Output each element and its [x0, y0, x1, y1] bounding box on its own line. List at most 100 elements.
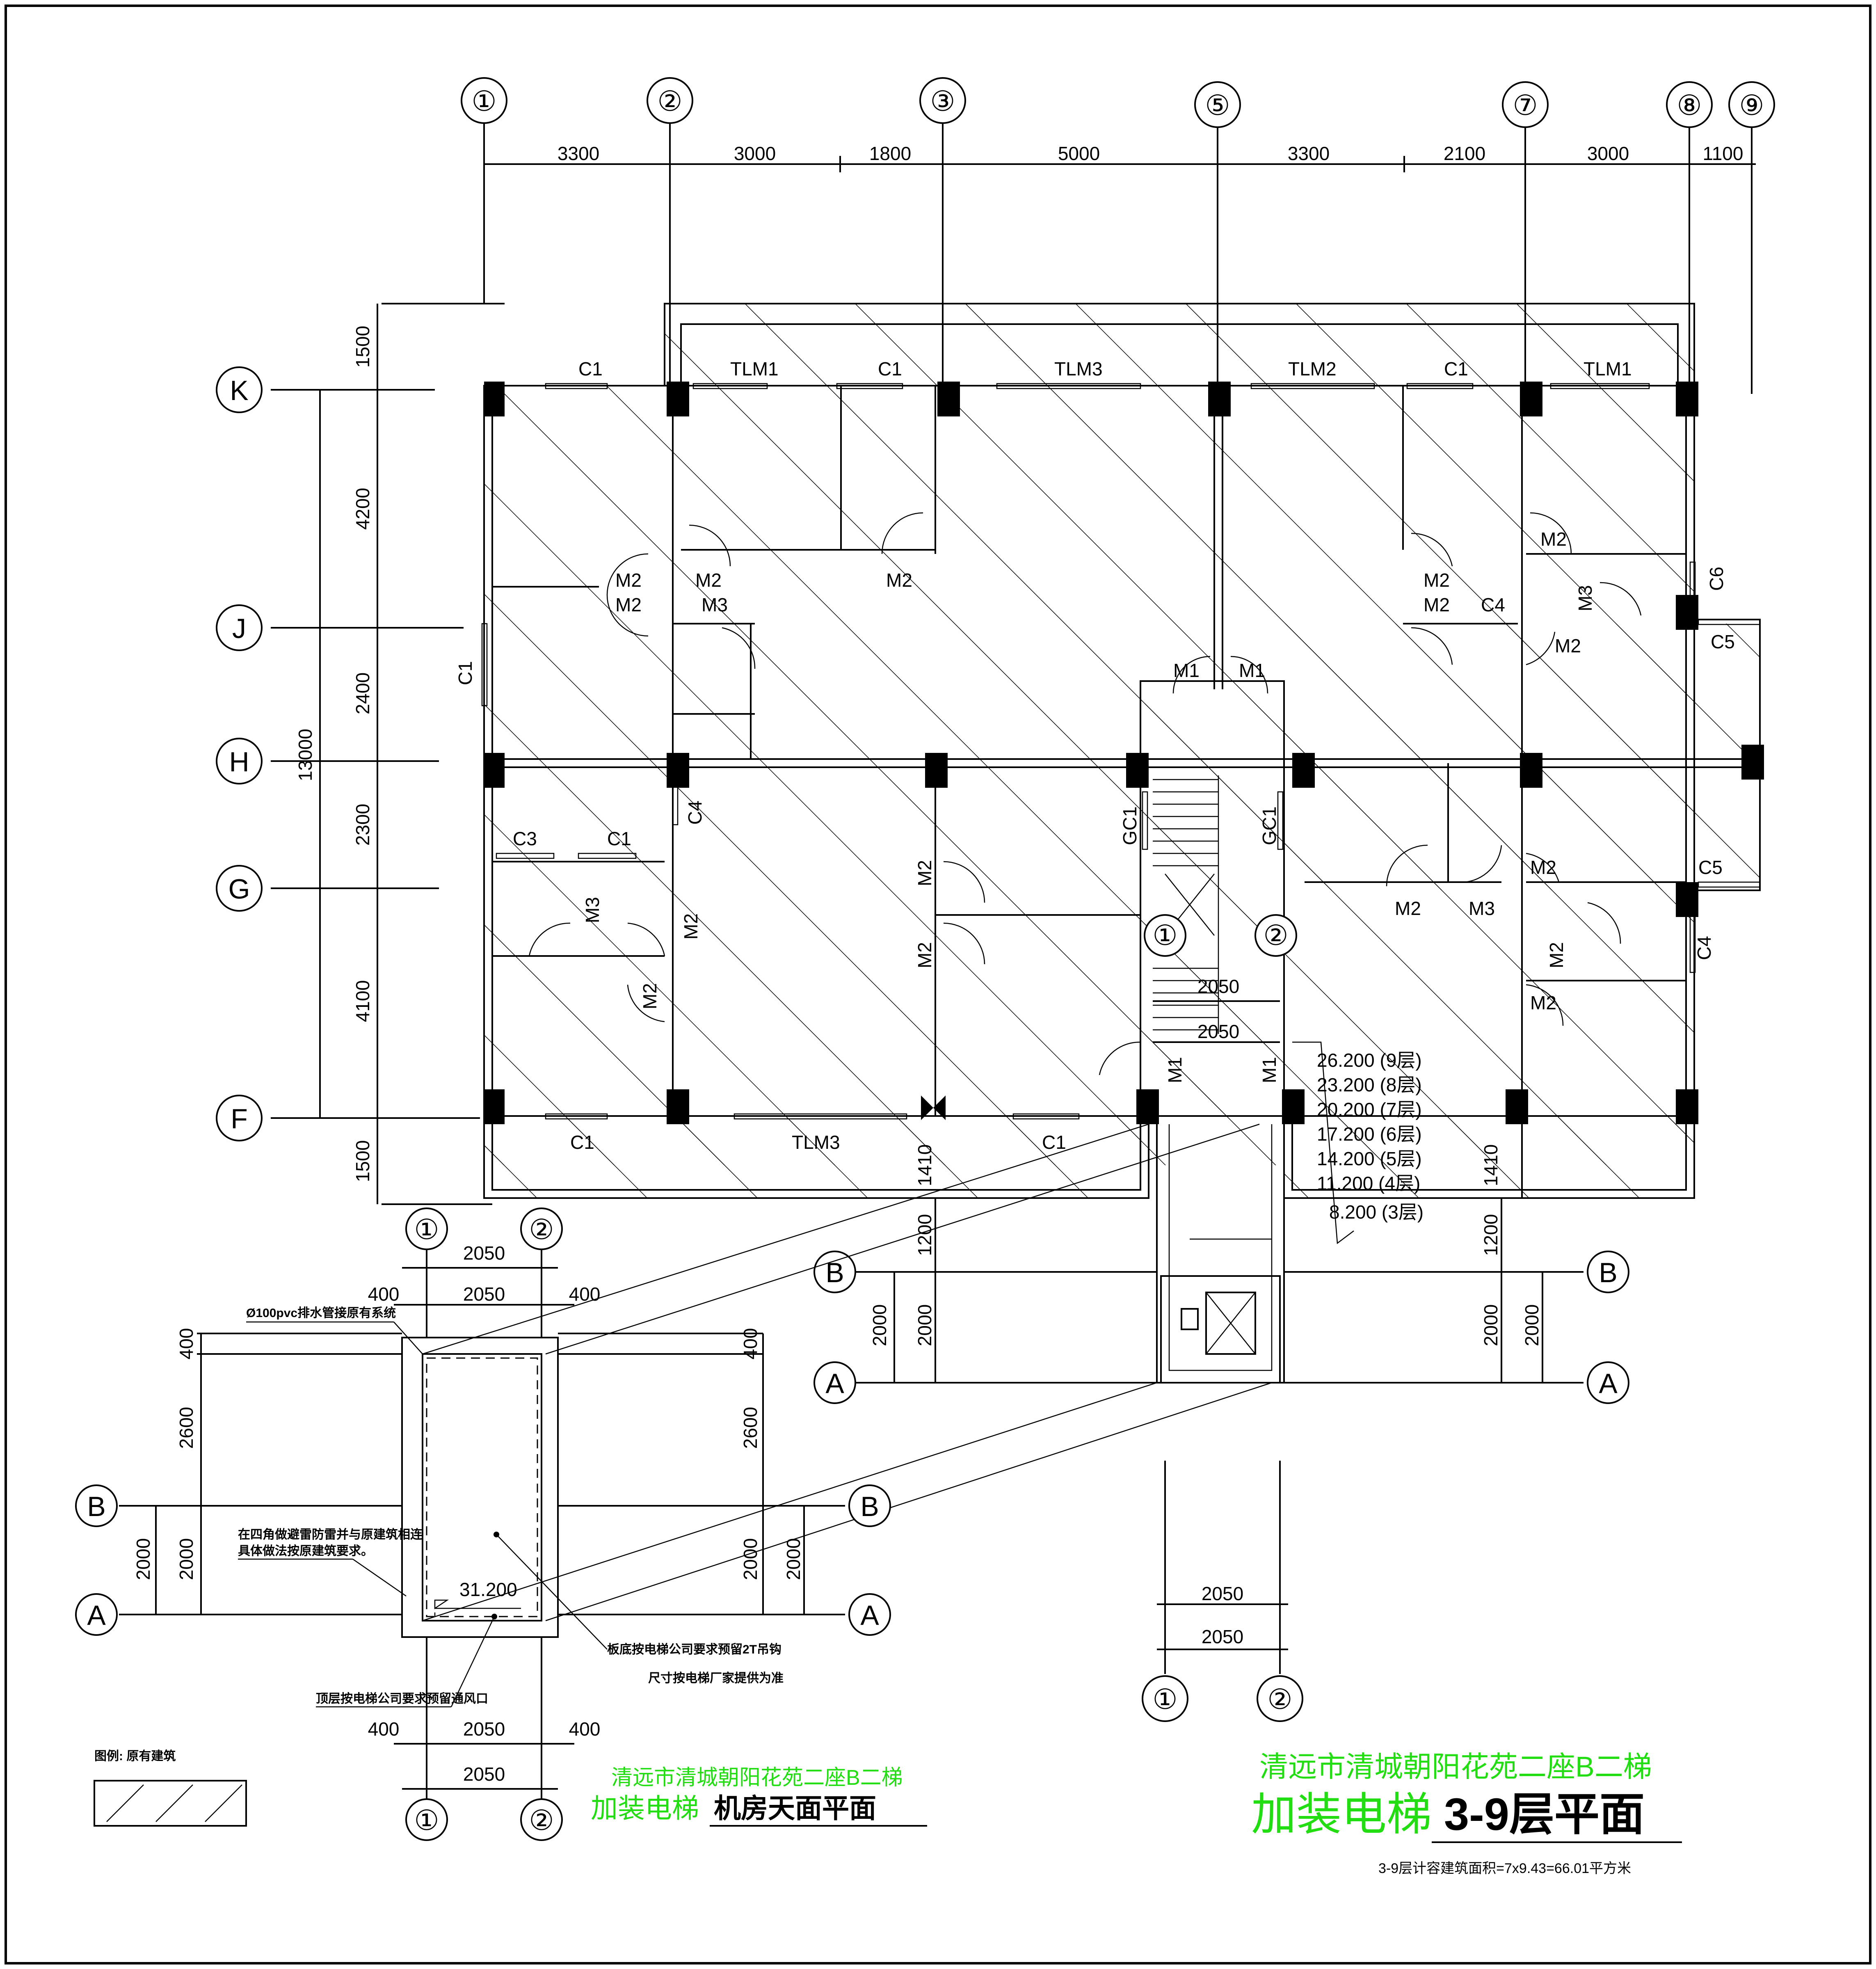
svg-text:2600: 2600	[740, 1407, 761, 1449]
legend-label: 图例: 原有建筑	[94, 1749, 176, 1763]
title-right-main: 3-9层平面	[1444, 1789, 1645, 1840]
svg-text:M2: M2	[914, 860, 935, 886]
dim-total: 13000	[295, 729, 316, 781]
svg-text:8.200 (3层): 8.200 (3层)	[1329, 1201, 1424, 1223]
dim-top-3: 1800	[869, 143, 911, 164]
svg-text:C5: C5	[1698, 857, 1723, 878]
level-list: 26.200 (9层) 23.200 (8层) 20.200 (7层) 17.2…	[1292, 1041, 1424, 1244]
svg-text:①: ①	[414, 1214, 439, 1245]
title-left-green: 加装电梯	[591, 1793, 699, 1823]
svg-text:2050: 2050	[463, 1763, 505, 1785]
svg-text:②: ②	[1264, 920, 1289, 951]
machine-room-roof-plan: 31.200 ① ② 2050 2050 400 400 ① ② 2050 40…	[75, 1207, 891, 1841]
svg-text:C6: C6	[1706, 567, 1727, 591]
svg-text:A: A	[1599, 1368, 1618, 1399]
svg-text:1200: 1200	[914, 1214, 935, 1256]
svg-text:2000: 2000	[740, 1538, 761, 1580]
svg-text:⑦: ⑦	[1513, 90, 1538, 121]
svg-text:M2: M2	[1530, 992, 1556, 1013]
svg-text:400: 400	[176, 1328, 197, 1360]
dim-top-1: 3300	[558, 143, 599, 164]
svg-text:①: ①	[1153, 1684, 1178, 1715]
dim-left-2: 4200	[352, 488, 373, 530]
dim-left-4: 2300	[352, 804, 373, 846]
svg-text:TLM1: TLM1	[730, 358, 779, 380]
svg-text:2600: 2600	[176, 1407, 197, 1449]
svg-text:M3: M3	[702, 594, 728, 615]
svg-text:2050: 2050	[1202, 1583, 1243, 1604]
svg-text:M2: M2	[1424, 594, 1450, 615]
left-dimensions: 1500 4200 2400 2300 4100 1500 13000	[295, 326, 373, 1182]
svg-text:M2: M2	[695, 569, 722, 591]
svg-text:400: 400	[569, 1718, 601, 1740]
svg-text:2050: 2050	[1197, 976, 1239, 997]
svg-text:2050: 2050	[1197, 1021, 1239, 1042]
svg-text:B: B	[825, 1257, 844, 1288]
dim-left-3: 2400	[352, 672, 373, 714]
axis-bubbles-top: ① ② ③ ⑤ ⑦ ⑧ ⑨	[461, 77, 1775, 128]
svg-text:TLM1: TLM1	[1584, 358, 1632, 380]
svg-text:M2: M2	[615, 569, 642, 591]
svg-text:具体做法按原建筑要求。: 具体做法按原建筑要求。	[238, 1544, 373, 1558]
svg-text:2050: 2050	[463, 1242, 505, 1264]
svg-text:2000: 2000	[133, 1538, 154, 1580]
svg-text:400: 400	[368, 1718, 400, 1740]
svg-text:26.200 (9层): 26.200 (9层)	[1317, 1050, 1422, 1071]
svg-text:①: ①	[414, 1805, 439, 1836]
svg-text:M2: M2	[914, 942, 935, 968]
existing-building-hatch	[484, 304, 1760, 1198]
svg-text:M3: M3	[582, 897, 603, 923]
svg-text:20.200 (7层): 20.200 (7层)	[1317, 1099, 1422, 1120]
svg-text:Ø100pvc排水管接原有系统: Ø100pvc排水管接原有系统	[246, 1306, 396, 1320]
svg-text:C4: C4	[1481, 594, 1505, 615]
svg-text:①: ①	[472, 86, 497, 117]
title-right-project: 清远市清城朝阳花苑二座B二梯	[1259, 1751, 1652, 1783]
svg-text:TLM3: TLM3	[1054, 358, 1103, 380]
svg-text:C1: C1	[578, 358, 603, 380]
svg-text:GC1: GC1	[1119, 806, 1140, 845]
title-right-green: 加装电梯	[1251, 1789, 1432, 1840]
svg-text:400: 400	[569, 1283, 601, 1305]
svg-text:板底按电梯公司要求预留2T吊钩: 板底按电梯公司要求预留2T吊钩	[607, 1643, 781, 1656]
svg-text:2000: 2000	[1521, 1304, 1542, 1346]
svg-text:②: ②	[658, 86, 683, 117]
building-walls	[483, 303, 1761, 1199]
svg-text:M1: M1	[1259, 1057, 1280, 1083]
door-swings	[528, 512, 1642, 1075]
title-right: 清远市清城朝阳花苑二座B二梯 加装电梯 3-9层平面 3-9层计容建筑面积=7x…	[1251, 1751, 1682, 1876]
core-bottom-axes: 2050 2050 ① ②	[1142, 1461, 1303, 1722]
svg-text:M2: M2	[1540, 528, 1567, 550]
svg-text:在四角做避雷防雷并与原建筑相连: 在四角做避雷防雷并与原建筑相连	[238, 1528, 423, 1541]
svg-text:M1: M1	[1164, 1057, 1186, 1083]
svg-text:C4: C4	[684, 800, 706, 825]
svg-text:尺寸按电梯厂家提供为准: 尺寸按电梯厂家提供为准	[648, 1672, 784, 1685]
dim-left-5: 4100	[352, 980, 373, 1022]
ab-axis-markers: B A B A 2000 2000 1200 1410 2000 2000 12…	[813, 1144, 1629, 1404]
svg-text:GC1: GC1	[1259, 806, 1280, 845]
svg-text:C1: C1	[607, 828, 631, 849]
svg-text:2000: 2000	[869, 1304, 890, 1346]
svg-text:A: A	[87, 1600, 106, 1631]
dim-left-1: 1500	[352, 326, 373, 368]
svg-text:M2: M2	[1555, 635, 1581, 656]
svg-text:M3: M3	[1574, 585, 1596, 611]
svg-text:H: H	[229, 746, 249, 778]
stair-core	[1140, 680, 1285, 1117]
svg-text:2050: 2050	[1202, 1626, 1243, 1647]
svg-text:C1: C1	[1444, 358, 1468, 380]
core-axis-bubbles: ① ② 2050 2050	[1144, 914, 1297, 1043]
svg-text:C1: C1	[878, 358, 902, 380]
svg-text:F: F	[231, 1103, 248, 1134]
svg-text:K: K	[230, 375, 248, 406]
svg-text:②: ②	[529, 1805, 554, 1836]
svg-text:M1: M1	[1239, 660, 1265, 681]
dim-left-6: 1500	[352, 1140, 373, 1182]
svg-text:11.200 (4层): 11.200 (4层)	[1317, 1173, 1420, 1194]
svg-text:C1: C1	[570, 1132, 594, 1153]
svg-text:⑤: ⑤	[1205, 90, 1230, 121]
dim-top-6: 2100	[1444, 143, 1485, 164]
new-elevator-shaft	[1156, 1116, 1285, 1384]
svg-text:A: A	[860, 1600, 879, 1631]
dim-top-8: 1100	[1703, 143, 1743, 164]
svg-text:C3: C3	[513, 828, 537, 849]
